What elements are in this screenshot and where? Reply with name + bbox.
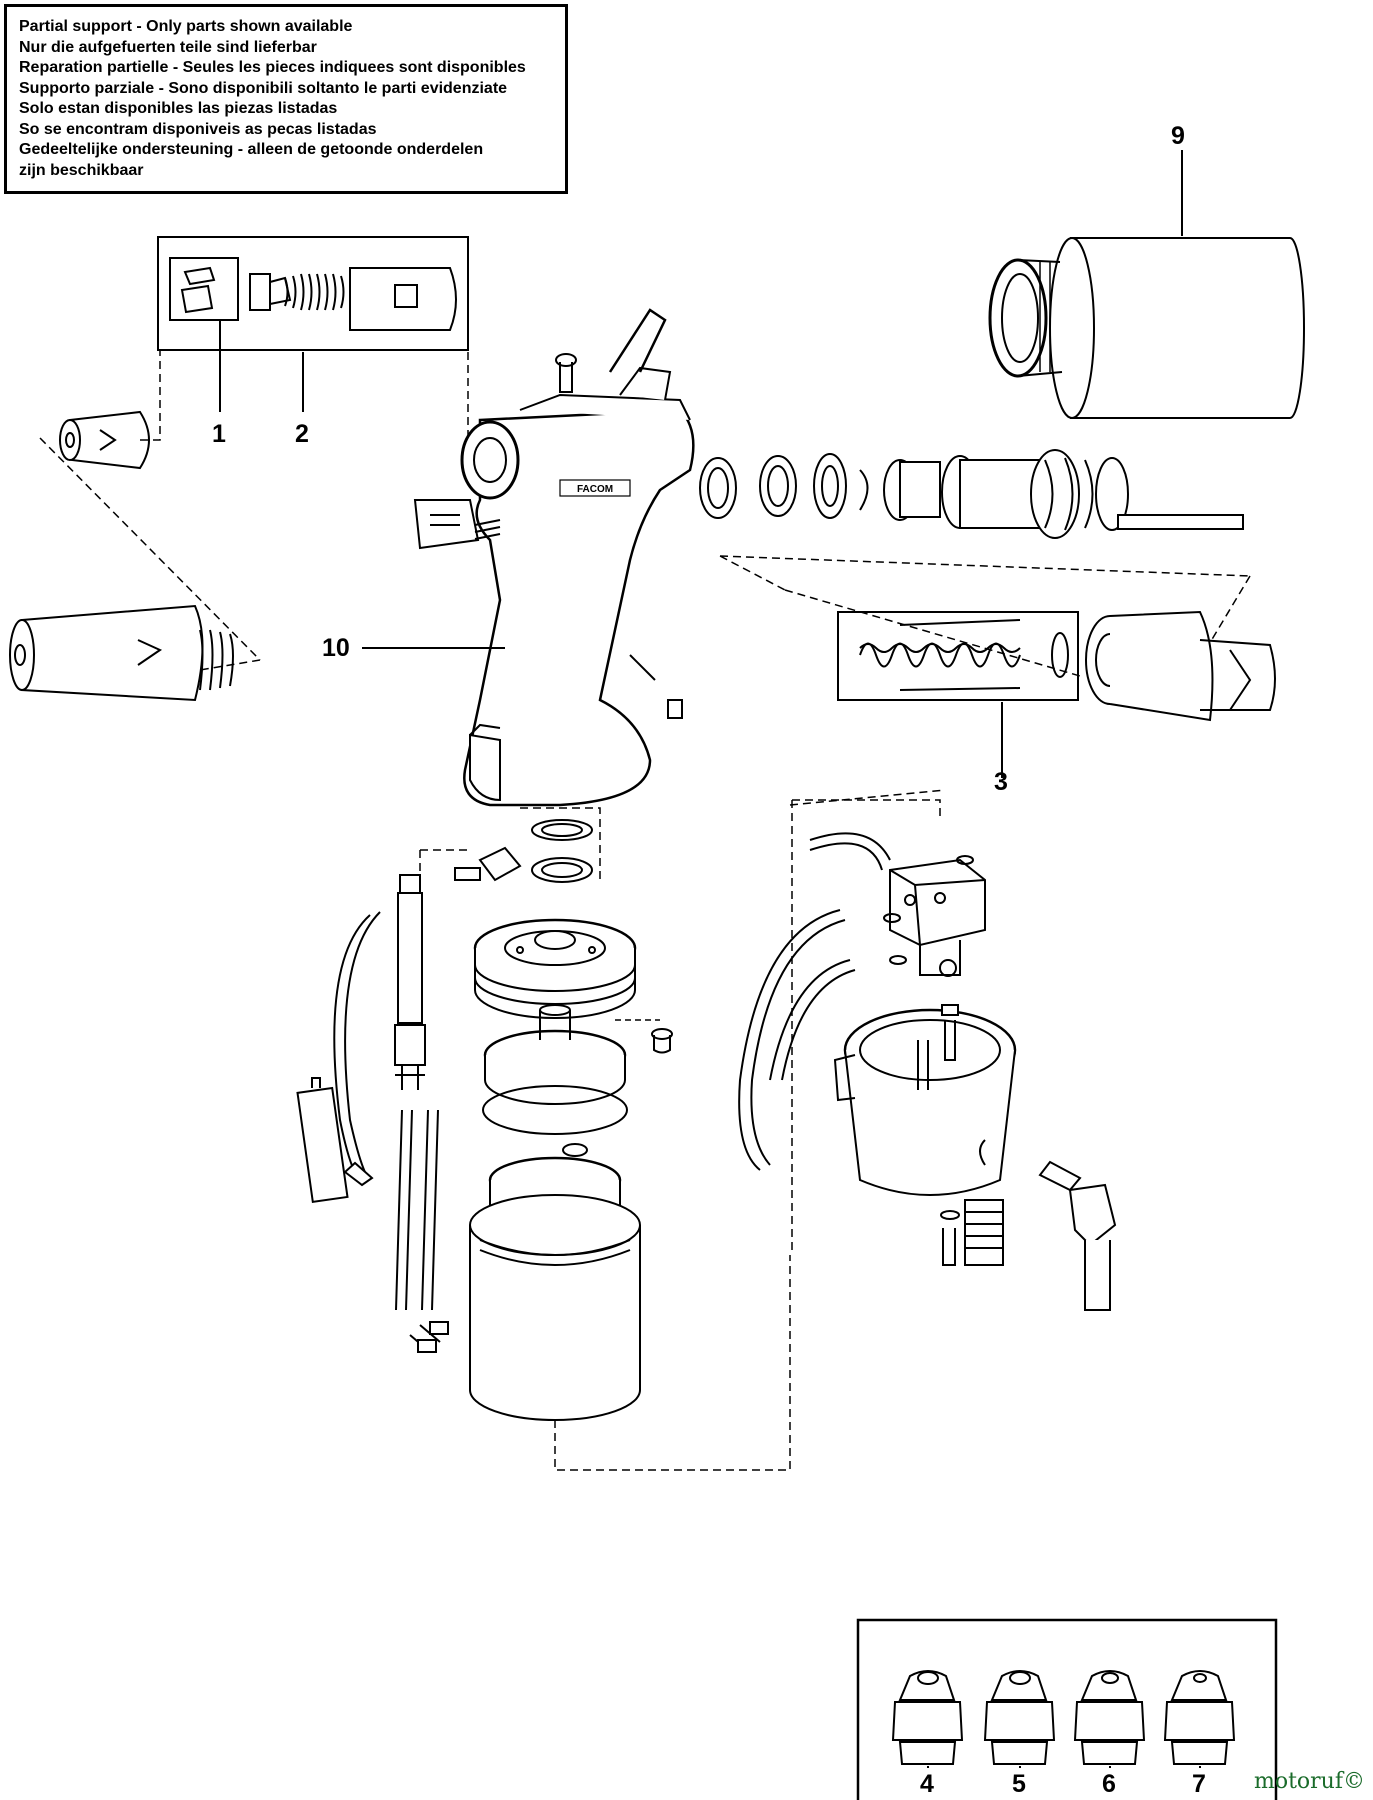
- nose-piece-long: [9, 604, 234, 702]
- brand-mark: FACOM: [577, 484, 613, 495]
- hose-right-loop: [738, 832, 891, 1171]
- notice-line-nl-cont: zijn beschikbaar: [19, 161, 144, 179]
- trigger-spring: [474, 519, 501, 540]
- notice-line-de: Nur die aufgefuerten teile sind lieferba…: [19, 38, 317, 56]
- part-2-jaw-pusher-spring: [249, 267, 457, 331]
- nipple-fittings: [343, 1161, 449, 1353]
- callout-9: 9: [1171, 122, 1185, 150]
- piston-head: [473, 918, 637, 1019]
- lower-screw-right: [940, 1210, 960, 1266]
- part-3-box: [837, 611, 1079, 701]
- small-screw-top: [555, 353, 577, 393]
- cup-screw: [941, 1004, 959, 1061]
- callout-3: 3: [994, 768, 1008, 796]
- callout-4: 4: [920, 1770, 934, 1798]
- hanger-loop: [608, 308, 667, 373]
- part-9-cylinder-cover: [988, 237, 1305, 419]
- part-1-box: [169, 257, 239, 321]
- assembly-guide-center: [419, 807, 601, 885]
- notice-line-fr: Reparation partielle - Seules les pieces…: [19, 59, 526, 76]
- nozzle-7: [1163, 1670, 1236, 1768]
- hose-left-pair: [395, 1109, 439, 1311]
- part-10-tool-body: FACOM: [460, 366, 695, 807]
- cylinder-screw: [651, 1028, 673, 1054]
- callout-1: 1: [212, 420, 226, 448]
- valve-body: [1085, 610, 1276, 722]
- lower-cylinder: [469, 1143, 641, 1421]
- assembly-guide-top-right: [789, 789, 946, 806]
- o-rings-center: [531, 819, 593, 883]
- callout-6: 6: [1102, 1770, 1116, 1798]
- trigger: [413, 499, 480, 550]
- piston: [482, 1004, 628, 1135]
- washers-right: [883, 855, 974, 965]
- filter-element: [296, 1077, 349, 1203]
- nose-piece-short: [59, 410, 150, 470]
- elbow-fitting-right: [1038, 1160, 1117, 1311]
- elbow-fitting-left: [454, 846, 522, 882]
- notice-line-nl: Gedeeltelijke ondersteuning - alleen de …: [19, 141, 484, 158]
- hose-left-curve: [333, 911, 381, 1181]
- piston-rod-assembly: [699, 449, 1244, 539]
- notice-line-es: Solo estan disponibles las piezas listad…: [19, 100, 338, 117]
- nozzle-5: [983, 1670, 1056, 1768]
- callout-2: 2: [295, 420, 309, 448]
- watermark-logo: motoruf©: [1253, 1769, 1365, 1794]
- notice-line-it: Supporto parziale - Sono disponibili sol…: [19, 79, 508, 97]
- nozzle-kit-box: [856, 1618, 1278, 1800]
- cup-housing: [833, 1008, 1017, 1196]
- part-3-valve-spring: [859, 619, 1069, 691]
- assembly-guide-bottom: [554, 799, 941, 1471]
- nozzle-6: [1073, 1670, 1146, 1768]
- availability-notice: Partial support - Only parts shown avail…: [4, 4, 568, 194]
- notice-line-en: Partial support - Only parts shown avail…: [19, 18, 353, 35]
- assembly-guide-right: [719, 555, 1251, 677]
- valve-block: [889, 858, 986, 977]
- check-valve-spring: [964, 1199, 1004, 1266]
- pin: [629, 654, 656, 681]
- callout-10: 10: [322, 634, 350, 662]
- part-1-jaws: [180, 266, 216, 314]
- relief-valve: [394, 874, 426, 1090]
- assembly-guide-left: [39, 300, 470, 671]
- set-screw: [667, 699, 683, 719]
- part-2-box: [157, 236, 469, 351]
- nozzle-4: [891, 1670, 964, 1768]
- notice-line-pt: So se encontram disponiveis as pecas lis…: [19, 120, 377, 138]
- callout-7: 7: [1192, 1770, 1206, 1798]
- callout-5: 5: [1012, 1770, 1026, 1798]
